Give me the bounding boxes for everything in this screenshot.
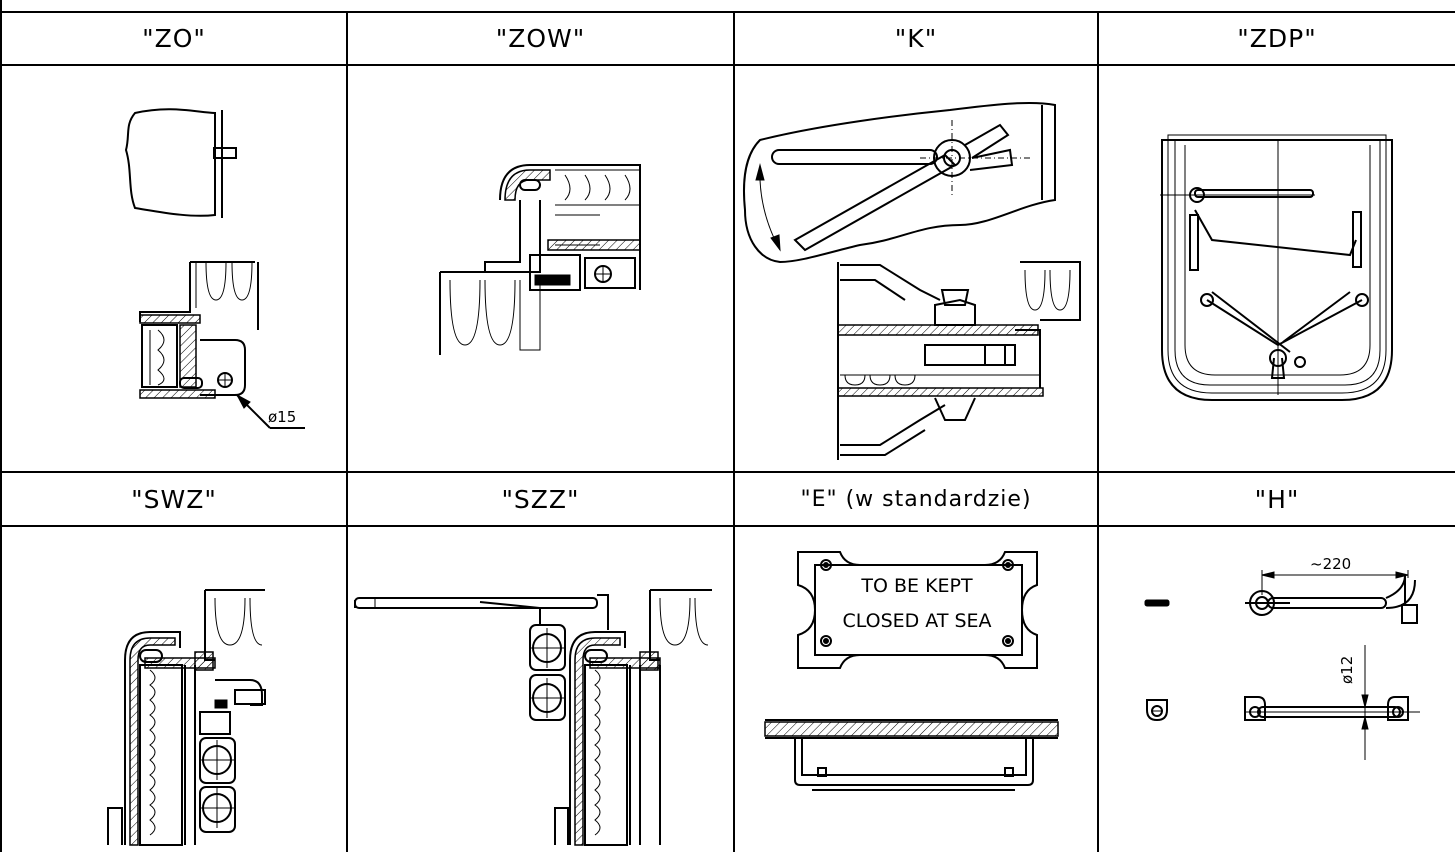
drawing-zow [439, 164, 641, 355]
drawing-szz [354, 589, 712, 846]
header-szz: "SZZ" [501, 484, 580, 514]
drawing-k [742, 101, 1081, 460]
drawing-zdp [1160, 134, 1393, 401]
header-zdp: "ZDP" [1237, 24, 1317, 53]
col-divider-1 [346, 11, 348, 852]
header-k: "K" [894, 24, 938, 53]
header-e: "E" (w standardzie) [800, 486, 1032, 512]
row1-bottom [0, 471, 1455, 473]
plate-text-line2: CLOSED AT SEA [842, 610, 991, 632]
h-diameter-label: ø12 [1338, 656, 1356, 684]
header-h: "H" [1254, 484, 1300, 514]
header-row1-bottom [0, 64, 1455, 66]
drawing-swz [107, 589, 266, 846]
drawing-h: ~220 ø12 [1144, 555, 1420, 760]
h-length-label: ~220 [1310, 555, 1351, 573]
col-divider-3 [1097, 11, 1099, 852]
drawing-e: TO BE KEPT CLOSED AT SEA [764, 551, 1059, 791]
header-swz: "SWZ" [131, 484, 217, 514]
frame-top-line [0, 11, 1455, 13]
zo-diameter-label: ø15 [268, 408, 296, 426]
drawing-zo: ø15 [124, 108, 305, 429]
header-zo: "ZO" [142, 24, 206, 53]
plate-text-line1: TO BE KEPT [860, 575, 973, 597]
header-zow: "ZOW" [495, 24, 586, 53]
col-divider-2 [733, 11, 735, 852]
header-row2-bottom [0, 525, 1455, 527]
frame-left [0, 0, 2, 852]
